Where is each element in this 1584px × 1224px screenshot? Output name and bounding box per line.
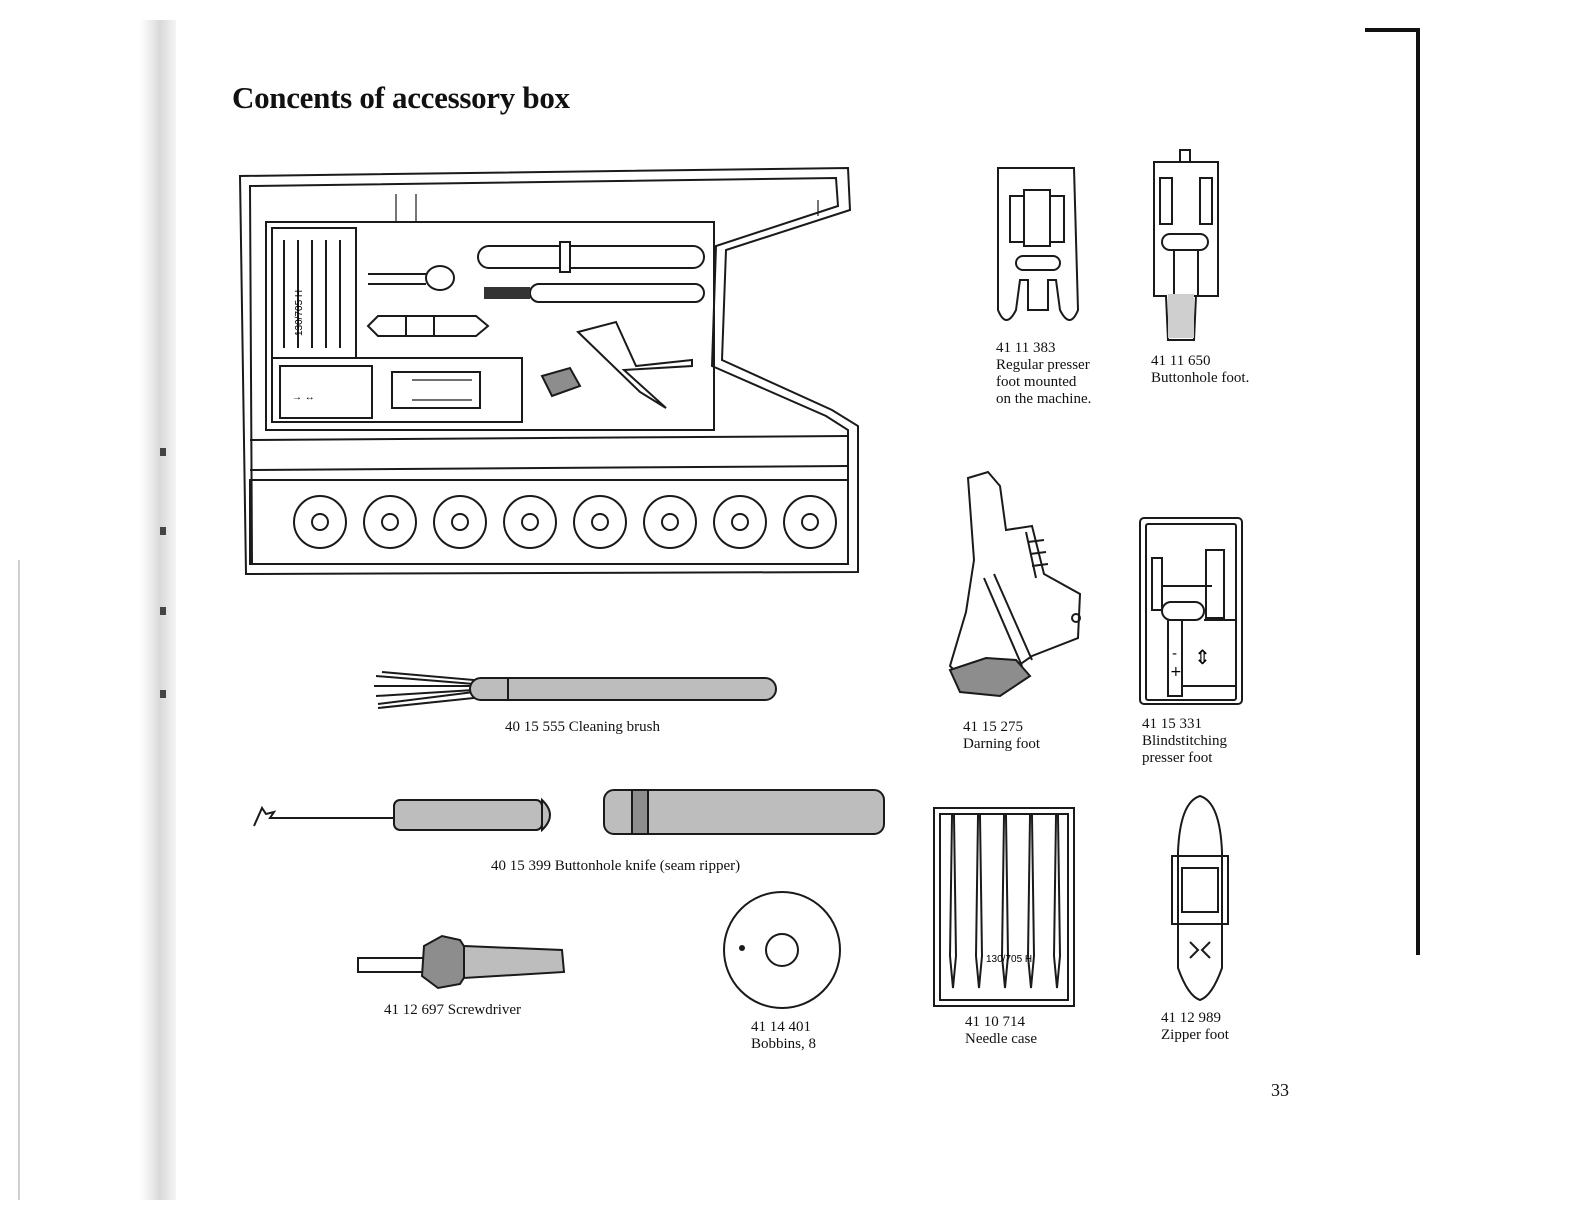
page-number: 33 [1271, 1080, 1289, 1100]
bobbin-illustration [723, 891, 841, 1009]
needles [948, 815, 1062, 989]
cleaning-brush-illustration [374, 671, 777, 709]
cleaning-brush-caption: 40 15 555 Cleaning brush [505, 719, 660, 735]
regular-foot-caption: 41 11 383 Regular presser foot mounted o… [996, 340, 1092, 407]
margin-mark [160, 607, 166, 615]
accessory-box-illustration: 130/705 H → ↔ [238, 166, 859, 576]
svg-text:→ ↔: → ↔ [292, 392, 315, 403]
svg-text:+: + [1170, 664, 1182, 680]
page-side-rule [1416, 30, 1420, 955]
page-title: Concents of accessory box [232, 80, 570, 115]
needle-case-code: 130/705 H [986, 954, 1032, 965]
zipper-foot-illustration [1171, 794, 1229, 1002]
screwdriver-caption: 41 12 697 Screwdriver [384, 1002, 522, 1018]
adjust-arrow-icon: ⇕ [1194, 645, 1211, 669]
needle-case-illustration: 130/705 H [933, 807, 1075, 1007]
zipper-foot-caption: 41 12 989 Zipper foot [1161, 1010, 1229, 1043]
needles-in-box [283, 240, 341, 348]
seam-ripper-caption: 40 15 399 Buttonhole knife (seam ripper) [491, 858, 741, 874]
bobbins-caption: 41 14 401 Bobbins, 8 [751, 1019, 817, 1052]
svg-text:-: - [1172, 646, 1177, 662]
margin-mark [160, 448, 166, 456]
bobbin-row [293, 495, 837, 549]
needle-card-label: 130/705 H [294, 290, 305, 336]
seam-ripper-illustration [253, 789, 885, 835]
margin-mark [160, 527, 166, 535]
blindstitch-foot-illustration: ⇕ - + [1139, 517, 1243, 705]
blindstitch-foot-caption: 41 15 331 Blindstitching presser foot [1142, 716, 1228, 766]
buttonhole-foot-illustration [1153, 149, 1219, 341]
regular-presser-foot-illustration [997, 167, 1080, 321]
darning-foot-illustration [948, 470, 1082, 698]
page-edge-line [18, 560, 20, 1200]
needle-case-caption: 41 10 714 Needle case [965, 1014, 1038, 1047]
darning-foot-caption: 41 15 275 Darning foot [963, 719, 1041, 752]
margin-mark [160, 690, 166, 698]
buttonhole-foot-caption: 41 11 650 Buttonhole foot. [1151, 353, 1250, 386]
screwdriver-illustration [357, 934, 566, 990]
page-corner-rule [1365, 28, 1420, 32]
spiral-binding [140, 20, 176, 1200]
